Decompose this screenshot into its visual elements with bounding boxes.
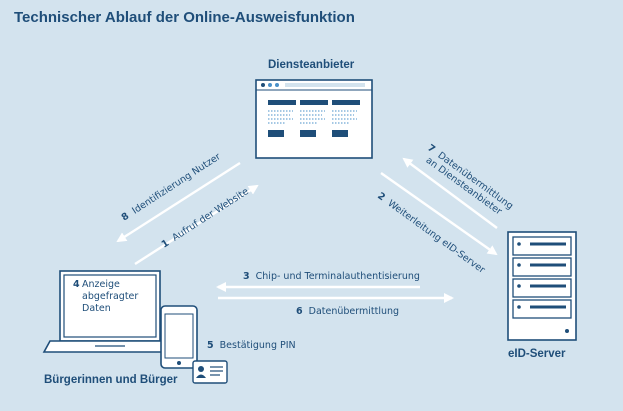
step-5-number: 5 <box>207 340 214 351</box>
step-8-number: 8 <box>120 210 132 223</box>
arrow-step-7 <box>402 157 498 229</box>
eid-server-label: eID-Server <box>508 348 566 360</box>
diagram-title: Technischer Ablauf der Online-Ausweisfun… <box>14 9 355 26</box>
step-3-number: 3 <box>243 271 250 282</box>
step-5-text: Bestätigung PIN <box>220 340 296 351</box>
server-icon <box>507 231 577 341</box>
id-card-icon <box>192 360 228 384</box>
arrow-step-2 <box>380 172 498 256</box>
arrow-step-1 <box>134 184 259 266</box>
step-4-label: 4 Anzeige abgefragter Daten <box>73 279 141 314</box>
step-6-label: 6 Datenübermittlung <box>296 306 399 317</box>
step-6-text: Datenübermittlung <box>309 306 399 317</box>
step-4-line-2: abgefragter <box>82 291 138 302</box>
step-1-text: Aufruf der Website <box>170 186 251 244</box>
step-4-line-1: Anzeige <box>82 279 120 290</box>
laptop-icon <box>42 270 178 353</box>
buerger-label: Bürgerinnen und Bürger <box>44 374 178 386</box>
step-1-label: 1 Aufruf der Website <box>160 186 251 251</box>
step-4-number: 4 <box>73 279 80 290</box>
step-5-label: 5 Bestätigung PIN <box>207 340 296 351</box>
step-3-label: 3 Chip- und Terminalauthentisierung <box>243 271 420 282</box>
step-2-number: 2 <box>375 191 387 204</box>
arrow-step-8 <box>116 161 241 243</box>
diensteanbieter-label: Diensteanbieter <box>268 59 355 71</box>
phone-icon <box>160 305 198 369</box>
step-7-number: 7 <box>425 143 437 156</box>
website-window-icon <box>255 79 373 159</box>
step-4-line-3: Daten <box>82 303 111 314</box>
step-6-number: 6 <box>296 306 303 317</box>
step-1-number: 1 <box>160 238 172 251</box>
step-2-label: 2 Weiterleitung eID-Server <box>375 191 487 276</box>
step-3-text: Chip- und Terminalauthentisierung <box>256 271 420 282</box>
